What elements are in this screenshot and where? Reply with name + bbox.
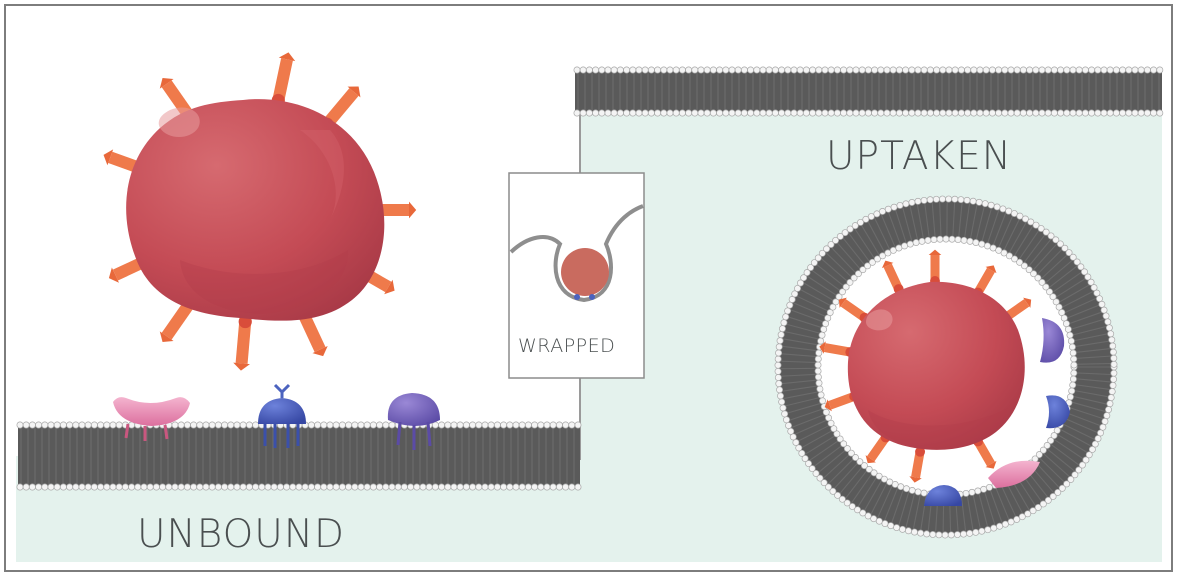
- uptaken-receptor-purple: [1040, 318, 1065, 363]
- inset-membrane: [509, 204, 644, 303]
- receptor-blue: [258, 383, 306, 448]
- uptaken-receptor-bottom: [924, 485, 962, 506]
- uptaken-label: UPTAKEN: [826, 134, 1012, 179]
- wrapped-inset: [508, 172, 645, 379]
- uptaken-receptor-pink: [988, 460, 1040, 488]
- uptaken-nanoparticle: [819, 249, 1070, 506]
- receptor-purple: [387, 393, 440, 450]
- inset-receptor-a: [574, 294, 580, 300]
- inset-receptor-b: [589, 294, 595, 300]
- receptor-pink: [113, 397, 190, 441]
- unbound-label: UNBOUND: [137, 512, 346, 557]
- nanoparticle-free: [103, 52, 417, 371]
- wrapped-label: WRAPPED: [518, 335, 616, 357]
- particle-body: [126, 99, 385, 321]
- uptaken-particle-body: [847, 281, 1025, 450]
- uptaken-ligand-spikes: [819, 249, 1032, 483]
- uptaken-receptor-blue: [1046, 395, 1070, 429]
- bottom-membrane: [16, 421, 582, 491]
- inset-particle: [561, 248, 609, 296]
- top-membrane: [573, 66, 1164, 117]
